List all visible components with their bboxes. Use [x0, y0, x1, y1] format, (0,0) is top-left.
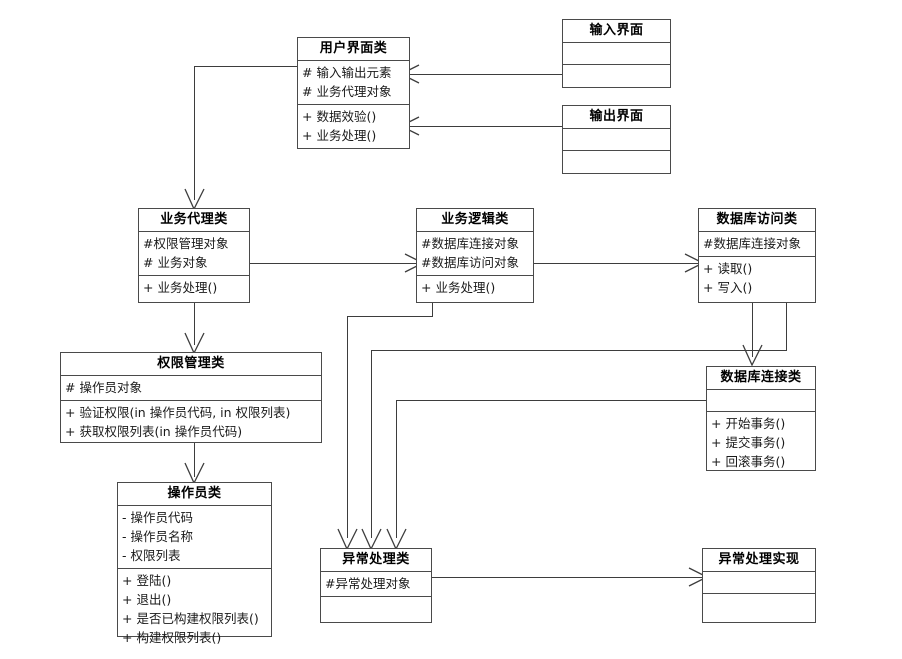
connector-output-to-ui	[410, 126, 562, 127]
connector-logic-to-exception-v2	[347, 316, 348, 538]
class-attribute: #异常处理对象	[325, 576, 411, 591]
class-method: + 业务处理()	[143, 280, 218, 295]
class-title: 权限管理类	[61, 353, 321, 376]
class-method: + 写入()	[703, 280, 753, 295]
connector-dbaccess-to-exception-v2	[371, 350, 372, 538]
class-attribute: # 输入输出元素	[302, 65, 392, 80]
class-methods	[703, 594, 815, 616]
arrowhead-dbaccess-to-dbconn	[742, 344, 764, 368]
class-title: 用户界面类	[298, 38, 409, 61]
uml-class-database-connection-class[interactable]: 数据库连接类 + 开始事务() + 提交事务() + 回滚事务()	[706, 366, 816, 471]
connector-logic-to-exception-v1	[432, 303, 433, 316]
connector-agent-to-permission	[194, 303, 195, 345]
class-methods: + 登陆() + 退出() + 是否已构建权限列表() + 构建权限列表()	[118, 569, 271, 650]
class-methods: + 读取() + 写入()	[699, 257, 815, 300]
connector-input-to-ui	[410, 74, 562, 75]
class-attribute: #数据库连接对象	[421, 236, 519, 251]
class-attributes: # 输入输出元素 # 业务代理对象	[298, 61, 409, 105]
connector-permission-to-operator	[194, 443, 195, 477]
uml-class-input-interface[interactable]: 输入界面	[562, 19, 671, 88]
class-methods: + 业务处理()	[417, 276, 533, 300]
class-method: + 是否已构建权限列表()	[122, 611, 259, 626]
class-methods: + 业务处理()	[139, 276, 249, 300]
class-method: + 读取()	[703, 261, 753, 276]
class-attributes: #异常处理对象	[321, 572, 431, 597]
class-title: 异常处理类	[321, 549, 431, 572]
class-title: 异常处理实现	[703, 549, 815, 572]
class-attributes: #权限管理对象 # 业务对象	[139, 232, 249, 276]
class-attribute: # 业务对象	[143, 255, 208, 270]
class-method: + 业务处理()	[421, 280, 496, 295]
class-methods: + 数据效验() + 业务处理()	[298, 105, 409, 148]
class-attribute: #数据库访问对象	[421, 255, 519, 270]
class-attribute: # 业务代理对象	[302, 84, 392, 99]
class-title: 业务代理类	[139, 209, 249, 232]
class-method: + 开始事务()	[711, 416, 786, 431]
class-attribute: - 操作员代码	[122, 510, 193, 525]
uml-class-exception-handling-impl[interactable]: 异常处理实现	[702, 548, 816, 623]
class-attributes: - 操作员代码 - 操作员名称 - 权限列表	[118, 506, 271, 569]
class-attributes	[563, 43, 670, 65]
class-method: + 登陆()	[122, 573, 172, 588]
class-methods: + 开始事务() + 提交事务() + 回滚事务()	[707, 412, 815, 474]
class-title: 数据库连接类	[707, 367, 815, 390]
class-method: + 业务处理()	[302, 128, 377, 143]
class-attributes	[563, 129, 670, 151]
connector-logic-to-dbaccess	[534, 263, 698, 264]
connector-logic-to-exception-h	[347, 316, 433, 317]
class-attributes	[703, 572, 815, 594]
class-method: + 回滚事务()	[711, 454, 786, 469]
class-method: + 退出()	[122, 592, 172, 607]
connector-agent-to-logic	[250, 263, 418, 264]
connector-exception-to-impl	[432, 577, 702, 578]
class-methods: + 验证权限(in 操作员代码, in 权限列表) + 获取权限列表(in 操作…	[61, 401, 321, 444]
class-title: 数据库访问类	[699, 209, 815, 232]
class-attribute: #权限管理对象	[143, 236, 229, 251]
class-method: + 验证权限(in 操作员代码, in 权限列表)	[65, 405, 291, 420]
class-attributes: # 操作员对象	[61, 376, 321, 401]
uml-class-business-agent-class[interactable]: 业务代理类 #权限管理对象 # 业务对象 + 业务处理()	[138, 208, 250, 303]
class-attribute: #数据库连接对象	[703, 236, 801, 251]
connector-dbconn-to-exception-h	[396, 400, 706, 401]
connector-dbaccess-to-exception-h	[371, 350, 787, 351]
uml-class-business-logic-class[interactable]: 业务逻辑类 #数据库连接对象 #数据库访问对象 + 业务处理()	[416, 208, 534, 303]
class-methods	[321, 597, 431, 619]
class-attribute: - 操作员名称	[122, 529, 193, 544]
class-attributes	[707, 390, 815, 412]
class-title: 输出界面	[563, 106, 670, 129]
uml-class-operator-class[interactable]: 操作员类 - 操作员代码 - 操作员名称 - 权限列表 + 登陆() + 退出(…	[117, 482, 272, 645]
class-method: + 提交事务()	[711, 435, 786, 450]
connector-dbaccess-to-dbconn	[752, 303, 753, 357]
class-methods	[563, 151, 670, 173]
uml-class-output-interface[interactable]: 输出界面	[562, 105, 671, 174]
uml-class-permission-management-class[interactable]: 权限管理类 # 操作员对象 + 验证权限(in 操作员代码, in 权限列表) …	[60, 352, 322, 443]
class-attribute: # 操作员对象	[65, 380, 142, 395]
uml-class-database-access-class[interactable]: 数据库访问类 #数据库连接对象 + 读取() + 写入()	[698, 208, 816, 303]
class-method: + 构建权限列表()	[122, 630, 222, 645]
class-attributes: #数据库连接对象	[699, 232, 815, 257]
uml-class-exception-handling-class[interactable]: 异常处理类 #异常处理对象	[320, 548, 432, 623]
connector-ui-to-agent-h	[194, 66, 306, 67]
uml-class-user-interface-class[interactable]: 用户界面类 # 输入输出元素 # 业务代理对象 + 数据效验() + 业务处理(…	[297, 37, 410, 149]
class-title: 输入界面	[563, 20, 670, 43]
class-title: 业务逻辑类	[417, 209, 533, 232]
connector-ui-to-agent-v	[194, 66, 195, 200]
class-methods	[563, 65, 670, 87]
connector-dbaccess-to-exception-v1	[786, 303, 787, 350]
connector-dbconn-to-exception-v	[396, 400, 397, 538]
class-attribute: - 权限列表	[122, 548, 181, 563]
class-title: 操作员类	[118, 483, 271, 506]
class-method: + 获取权限列表(in 操作员代码)	[65, 424, 243, 439]
class-attributes: #数据库连接对象 #数据库访问对象	[417, 232, 533, 276]
class-method: + 数据效验()	[302, 109, 377, 124]
